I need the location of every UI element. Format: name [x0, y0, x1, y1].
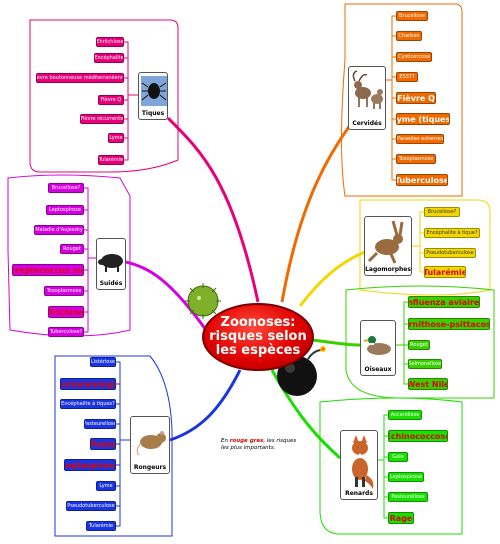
disease-tag[interactable]: Brucellose [396, 11, 428, 21]
disease-tag[interactable]: Tularémie [86, 521, 116, 531]
disease-tag-major[interactable]: Influenza aviaire? [408, 296, 480, 308]
note-text-end: , les risques les plus importants. [221, 438, 297, 451]
node-suides[interactable]: Suidés [96, 238, 126, 290]
species-label: Oiseaux [364, 366, 392, 373]
disease-tag[interactable]: Parasites externes [396, 134, 444, 144]
disease-tag-major[interactable]: Tularémie [424, 266, 466, 278]
disease-tag-major[interactable]: Trichine [48, 306, 84, 318]
disease-tag[interactable]: Toxoplasmose [44, 286, 84, 296]
species-label: Suidés [99, 280, 123, 287]
branch-rongeurs [169, 369, 242, 442]
disease-tag-major[interactable]: Echinococcose [388, 430, 448, 442]
disease-tag-major[interactable]: Tuberculose [396, 174, 448, 186]
disease-tag[interactable]: Rouget [408, 340, 430, 350]
disease-tag[interactable]: Tularémie [98, 155, 124, 165]
oiseaux-frame [345, 285, 495, 399]
disease-tag[interactable]: Ehrlichiose [96, 37, 124, 47]
note-text: En [221, 438, 230, 444]
rongeurs-frame [54, 355, 173, 537]
disease-tag[interactable]: Salmonellose [408, 359, 442, 369]
species-label: Renards [345, 490, 373, 497]
lagomorphes-frame [359, 199, 491, 296]
node-rongeurs[interactable]: Rongeurs [130, 416, 170, 474]
disease-tag[interactable]: Encéphalite à tique? [424, 228, 480, 238]
branch-cervides [280, 111, 362, 303]
node-cervides[interactable]: Cervidés [348, 66, 386, 130]
disease-tag[interactable]: Encéphalite [94, 53, 124, 63]
tiques-frame [29, 19, 179, 173]
deer-icon [352, 70, 383, 109]
central-topic[interactable]: Zoonoses: risques selon les espèces [202, 303, 314, 371]
species-label: Tiques [141, 110, 165, 117]
disease-tag[interactable]: Brucellose? [424, 207, 460, 217]
disease-tag[interactable]: Lyme [108, 133, 124, 143]
disease-tag[interactable]: ESST? [396, 72, 418, 82]
disease-tag[interactable]: Listériose [90, 357, 116, 367]
branch-lagomorphes [298, 250, 366, 307]
node-oiseaux[interactable]: Oiseaux [360, 320, 396, 376]
branch-oiseaux [311, 338, 361, 347]
duck-icon [363, 336, 391, 355]
central-title: Zoonoses: risques selon les espèces [209, 315, 307, 358]
disease-tag[interactable]: Brucellose? [48, 183, 84, 193]
tick-icon [141, 76, 167, 106]
branch-tiques [166, 116, 260, 303]
disease-tag[interactable]: Encéphalite à tiques? [60, 399, 116, 409]
boar-icon [98, 254, 123, 272]
disease-tag[interactable]: Pasteurellose [84, 419, 116, 429]
rodent-icon [136, 431, 166, 456]
disease-tag[interactable]: Pasteurellose [388, 492, 428, 502]
disease-tag[interactable]: Fièvre Q [98, 95, 124, 105]
disease-tag-major[interactable]: Rage [388, 512, 414, 524]
node-renards[interactable]: Renards [340, 430, 378, 500]
suides-frame [7, 174, 131, 337]
disease-tag[interactable]: Leptospirose [46, 205, 84, 215]
branch-suides [125, 260, 208, 331]
fox-icon [352, 435, 374, 489]
species-label: Rongeurs [133, 464, 167, 471]
disease-tag-major[interactable]: Ornithose-psittacose [408, 318, 490, 330]
disease-tag[interactable]: Fièvre récurrente [80, 114, 124, 124]
species-label: Cervidés [352, 120, 382, 127]
disease-tag[interactable]: Rouget [60, 244, 84, 254]
burr-icon [185, 283, 221, 319]
disease-tag-major[interactable]: Streptococcus suis [12, 264, 84, 276]
disease-tag-major[interactable]: Chorioméningite [60, 378, 116, 390]
node-lagomorphes[interactable]: Lagomorphes [364, 216, 412, 276]
disease-tag[interactable]: Pseudotuberculose [66, 501, 116, 511]
disease-tag[interactable]: Cysticercose [396, 52, 432, 62]
disease-tag[interactable]: Tuberculose? [48, 327, 84, 337]
note-highlight: rouge gras [229, 438, 264, 444]
disease-tag-major[interactable]: Peste [90, 438, 116, 450]
disease-tag[interactable]: Gale [388, 452, 408, 462]
legend-note: En rouge gras, les risques les plus impo… [221, 438, 299, 452]
disease-tag[interactable]: Maladie d'Aujeszky [34, 225, 84, 235]
disease-tag[interactable]: Fièvre boutonneuse méditerranéenne [36, 73, 124, 83]
species-label: Lagomorphes [365, 266, 411, 273]
node-tiques[interactable]: Tiques [138, 72, 168, 120]
disease-tag-major[interactable]: Fièvre Q [396, 92, 436, 104]
renards-frame [319, 397, 463, 535]
disease-tag[interactable]: Ascaridiose [388, 410, 422, 420]
disease-tag-major[interactable]: Lyme (tiques) [396, 113, 450, 125]
disease-tag[interactable]: Pseudotuberculose [424, 248, 476, 258]
disease-tag[interactable]: Charbon [396, 31, 422, 41]
disease-tag[interactable]: Leptospirose [388, 472, 424, 482]
cervides-frame [341, 3, 463, 197]
disease-tag[interactable]: Toxoplasmose [396, 154, 436, 164]
disease-tag[interactable]: Lyme [96, 481, 116, 491]
hare-icon [367, 220, 404, 264]
disease-tag-major[interactable]: West Nile [408, 378, 448, 390]
disease-tag-major[interactable]: Leptospirose [64, 459, 116, 471]
